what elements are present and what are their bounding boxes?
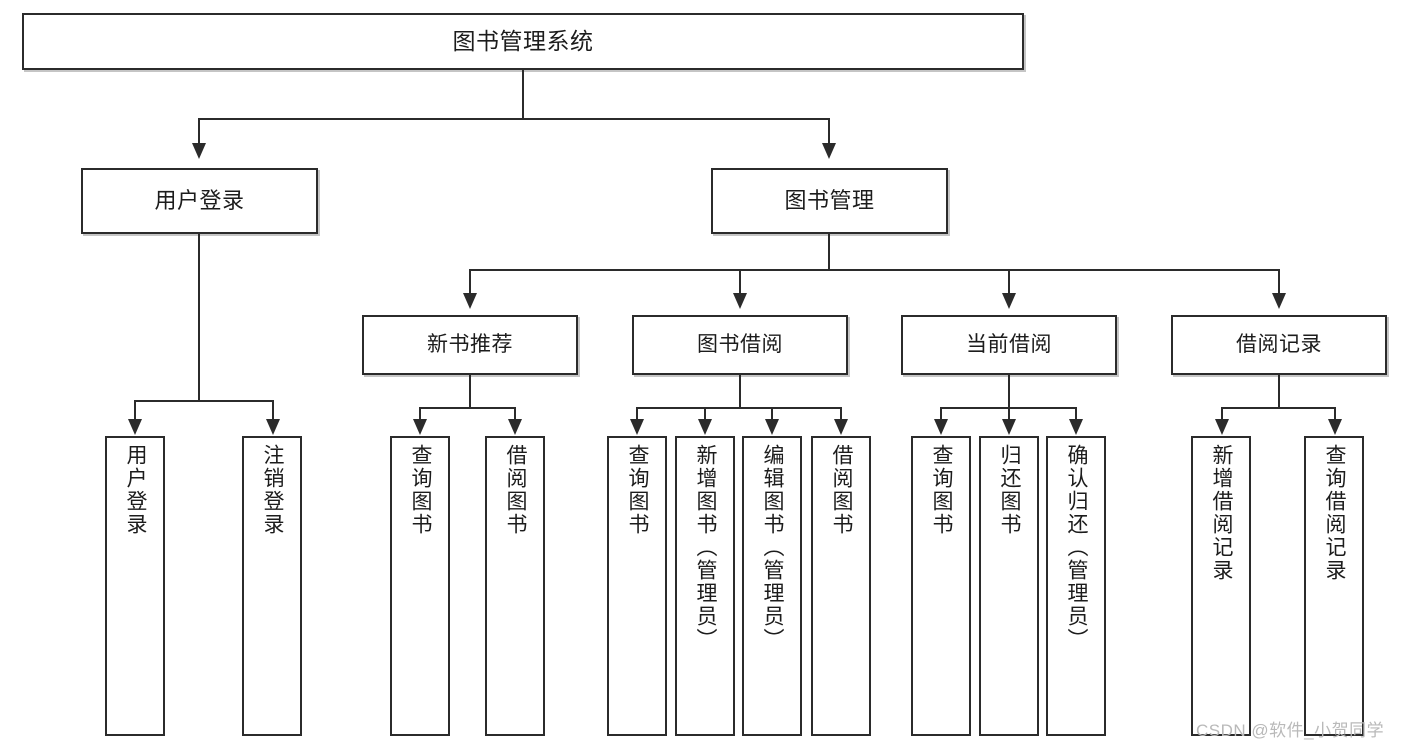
connector-book-borrow-stem (739, 375, 741, 408)
connector-drop-user-login-leaf-1 (134, 400, 136, 422)
connector-borrow-record-bus (1221, 407, 1335, 409)
connector-book-borrow-bus (636, 407, 842, 409)
connector-drop-user-login-leaf-2 (272, 400, 274, 422)
node-user-login[interactable]: 用户登录 (81, 168, 318, 234)
node-label: 借阅图书 (830, 444, 854, 536)
node-new-book-recommend[interactable]: 新书推荐 (362, 315, 578, 375)
csdn-watermark: CSDN @软件_小贺同学 (1196, 721, 1385, 740)
connector-user-login-bus (134, 400, 274, 402)
leaf-borrow-record-add-record[interactable]: 新增借阅记录 (1191, 436, 1251, 736)
node-label: 编辑图书（管理员） (761, 444, 785, 651)
arrowhead-bb-leaf-3 (765, 419, 779, 435)
leaf-book-borrow-edit-book-admin[interactable]: 编辑图书（管理员） (742, 436, 802, 736)
node-label: 用户登录 (124, 444, 148, 536)
leaf-book-borrow-borrow-book[interactable]: 借阅图书 (811, 436, 871, 736)
arrowhead-cb-leaf-3 (1069, 419, 1083, 435)
connector-drop-br-leaf-1 (1221, 407, 1223, 421)
node-label: 用户登录 (154, 188, 245, 214)
node-book-borrow[interactable]: 图书借阅 (632, 315, 848, 375)
arrowhead-bb-leaf-1 (630, 419, 644, 435)
connector-drop-borrow-record (1278, 269, 1280, 295)
node-label: 新增图书（管理员） (694, 444, 718, 651)
node-book-management[interactable]: 图书管理 (711, 168, 948, 234)
node-label: 查询图书 (626, 444, 650, 536)
connector-drop-book-management (828, 118, 830, 145)
arrowhead-user-login (192, 143, 206, 159)
node-label: 注销登录 (261, 444, 285, 536)
connector-book-management-stem (828, 234, 830, 270)
leaf-book-borrow-query-book[interactable]: 查询图书 (607, 436, 667, 736)
leaf-new-book-query-book[interactable]: 查询图书 (390, 436, 450, 736)
leaf-current-borrow-query-book[interactable]: 查询图书 (911, 436, 971, 736)
leaf-current-borrow-return-book[interactable]: 归还图书 (979, 436, 1039, 736)
connector-drop-bb-leaf-4 (840, 407, 842, 421)
connector-drop-bb-leaf-3 (771, 407, 773, 421)
arrowhead-cb-leaf-1 (934, 419, 948, 435)
node-label: 确认归还（管理员） (1065, 444, 1089, 651)
connector-new-book-recommend-bus (419, 407, 515, 409)
arrowhead-book-borrow (733, 293, 747, 309)
node-label: 图书管理 (784, 188, 875, 214)
connector-new-book-recommend-stem (469, 375, 471, 408)
node-root-book-management-system[interactable]: 图书管理系统 (22, 13, 1024, 70)
arrowhead-nbr-leaf-1 (413, 419, 427, 435)
leaf-book-borrow-add-book-admin[interactable]: 新增图书（管理员） (675, 436, 735, 736)
arrowhead-user-login-leaf-1 (128, 419, 142, 435)
node-label: 查询借阅记录 (1323, 444, 1347, 582)
arrowhead-nbr-leaf-2 (508, 419, 522, 435)
node-label: 借阅图书 (504, 444, 528, 536)
leaf-user-login-logout[interactable]: 注销登录 (242, 436, 302, 736)
connector-drop-new-book-recommend (469, 269, 471, 295)
connector-drop-nbr-leaf-2 (514, 407, 516, 421)
connector-root-stem (522, 70, 524, 118)
connector-drop-current-borrow (1008, 269, 1010, 295)
leaf-user-login-login[interactable]: 用户登录 (105, 436, 165, 736)
connector-drop-cb-leaf-2 (1008, 407, 1010, 421)
connector-drop-user-login (198, 118, 200, 145)
node-label: 归还图书 (998, 444, 1022, 536)
connector-drop-bb-leaf-1 (636, 407, 638, 421)
connector-drop-cb-leaf-3 (1075, 407, 1077, 421)
node-label: 图书借阅 (697, 332, 783, 356)
connector-level2-bus (469, 269, 1280, 271)
connector-drop-nbr-leaf-1 (419, 407, 421, 421)
connector-current-borrow-stem (1008, 375, 1010, 408)
node-borrow-record[interactable]: 借阅记录 (1171, 315, 1387, 375)
arrowhead-bb-leaf-4 (834, 419, 848, 435)
arrowhead-br-leaf-2 (1328, 419, 1342, 435)
node-label: 查询图书 (930, 444, 954, 536)
node-label: 借阅记录 (1236, 332, 1322, 356)
connector-drop-cb-leaf-1 (940, 407, 942, 421)
node-label: 新增借阅记录 (1210, 444, 1234, 582)
arrowhead-cb-leaf-2 (1002, 419, 1016, 435)
connector-user-login-stem (198, 234, 200, 401)
connector-drop-bb-leaf-2 (704, 407, 706, 421)
connector-drop-book-borrow (739, 269, 741, 295)
node-label: 图书管理系统 (452, 27, 594, 54)
connector-drop-br-leaf-2 (1334, 407, 1336, 421)
node-label: 查询图书 (409, 444, 433, 536)
connector-level1-bus (198, 118, 830, 120)
arrowhead-br-leaf-1 (1215, 419, 1229, 435)
connector-borrow-record-stem (1278, 375, 1280, 408)
leaf-current-borrow-confirm-return-admin[interactable]: 确认归还（管理员） (1046, 436, 1106, 736)
leaf-borrow-record-query-record[interactable]: 查询借阅记录 (1304, 436, 1364, 736)
arrowhead-bb-leaf-2 (698, 419, 712, 435)
arrowhead-user-login-leaf-2 (266, 419, 280, 435)
arrowhead-borrow-record (1272, 293, 1286, 309)
node-label: 新书推荐 (427, 332, 513, 356)
arrowhead-new-book-recommend (463, 293, 477, 309)
node-label: 当前借阅 (966, 332, 1052, 356)
leaf-new-book-borrow-book[interactable]: 借阅图书 (485, 436, 545, 736)
arrowhead-book-management (822, 143, 836, 159)
arrowhead-current-borrow (1002, 293, 1016, 309)
node-current-borrow[interactable]: 当前借阅 (901, 315, 1117, 375)
